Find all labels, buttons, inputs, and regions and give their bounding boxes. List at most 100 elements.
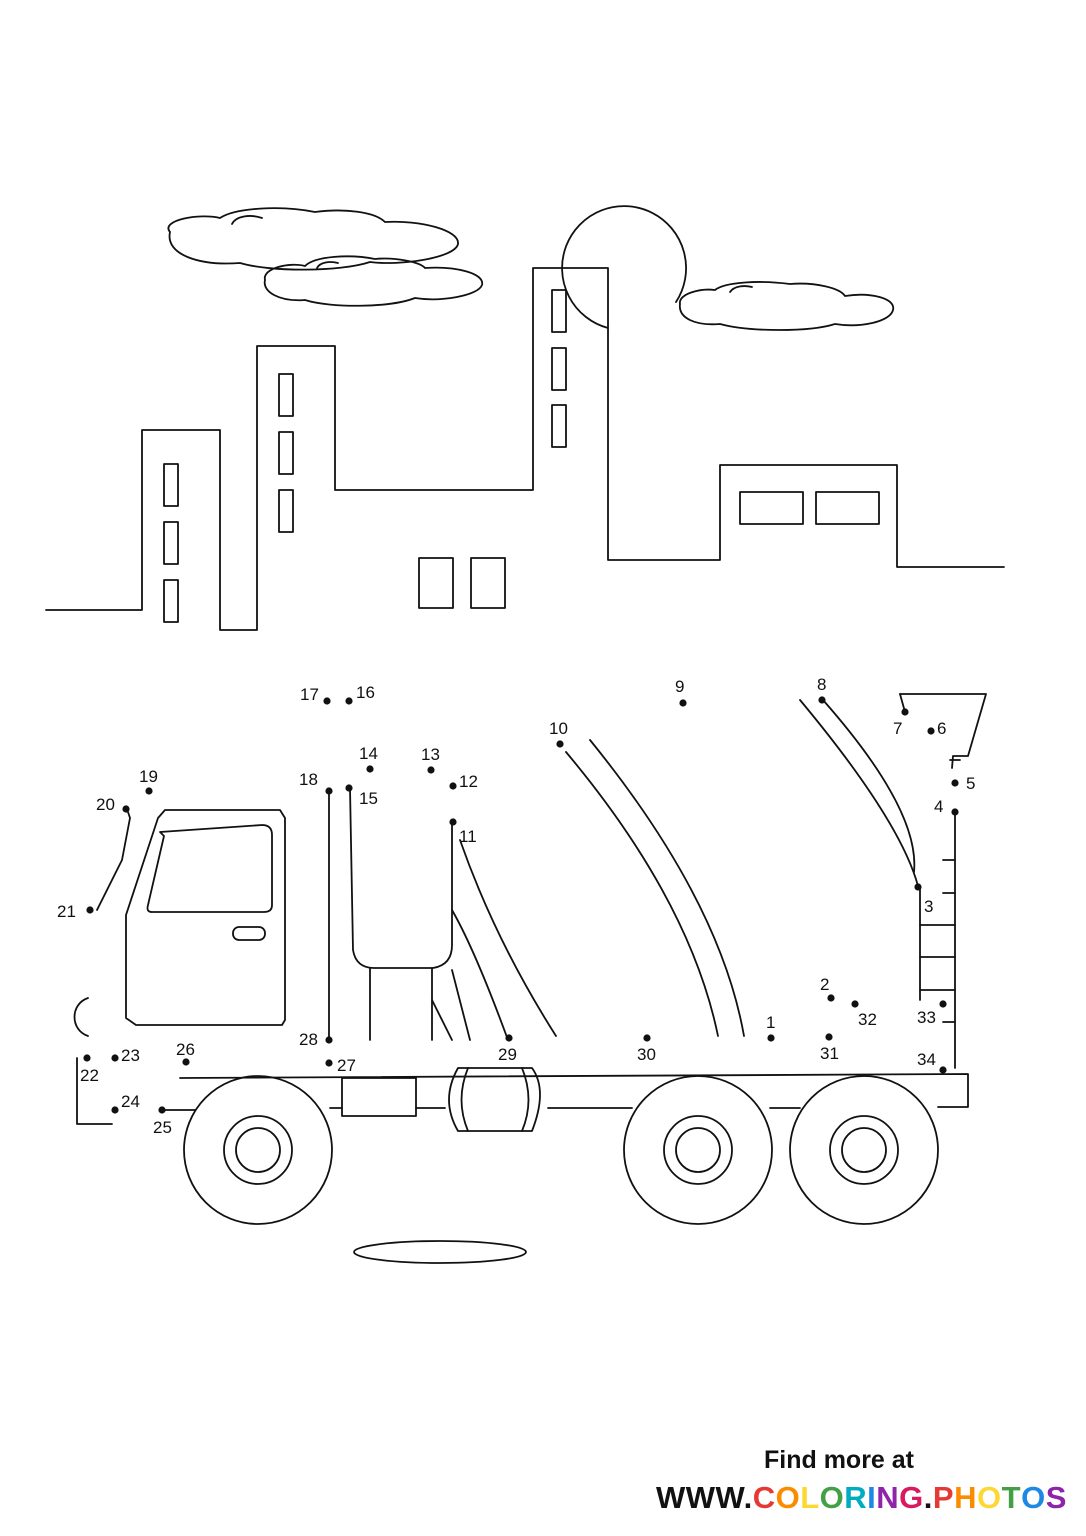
brand-letter: T — [1001, 1480, 1022, 1515]
dot-label-7: 7 — [893, 719, 902, 738]
dot-label-10: 10 — [549, 719, 568, 738]
truck-chassis — [162, 1067, 969, 1132]
brand-letter: O — [1021, 1480, 1046, 1515]
dot-1 — [767, 1034, 775, 1042]
dot-label-31: 31 — [820, 1044, 839, 1063]
dot-label-14: 14 — [359, 744, 378, 763]
dot-label-23: 23 — [121, 1046, 140, 1065]
dot-15 — [345, 784, 353, 792]
dot-label-19: 19 — [139, 767, 158, 786]
dot-6 — [927, 727, 935, 735]
truck-wheels — [183, 1075, 939, 1225]
brand-letter: . — [923, 1480, 933, 1515]
cloud-right — [679, 281, 894, 331]
dot-label-16: 16 — [356, 683, 375, 702]
dot-12 — [449, 782, 457, 790]
brand-letter: G — [899, 1480, 924, 1515]
dot-23 — [111, 1054, 119, 1062]
numbered-dots: 1234567891011121314151617181920212223242… — [57, 675, 975, 1137]
dot-label-3: 3 — [924, 897, 933, 916]
brand-letter: I — [867, 1480, 877, 1515]
dot-label-22: 22 — [80, 1066, 99, 1085]
dot-17 — [323, 697, 331, 705]
dot-label-25: 25 — [153, 1118, 172, 1137]
building-windows — [163, 289, 880, 623]
dot-3 — [914, 883, 922, 891]
brand-letter: O — [775, 1480, 801, 1515]
dot-label-29: 29 — [498, 1045, 517, 1064]
dot-label-1: 1 — [766, 1013, 775, 1032]
dot-29 — [505, 1034, 513, 1042]
dot-22 — [83, 1054, 91, 1062]
dot-10 — [556, 740, 564, 748]
dot-31 — [825, 1033, 833, 1041]
dot-8 — [818, 696, 826, 704]
dot-18 — [325, 787, 333, 795]
dot-19 — [145, 787, 153, 795]
dot-34 — [939, 1066, 947, 1074]
truck-mixer-lines — [328, 693, 987, 1069]
site-brand: COLORING.PHOTOS — [753, 1480, 1067, 1516]
skyline — [45, 267, 1005, 631]
dot-24 — [111, 1106, 119, 1114]
dot-label-12: 12 — [459, 772, 478, 791]
dot-label-32: 32 — [858, 1010, 877, 1029]
dot-label-13: 13 — [421, 745, 440, 764]
dot-label-34: 34 — [917, 1050, 936, 1069]
dot-11 — [449, 818, 457, 826]
dot-label-2: 2 — [820, 975, 829, 994]
ground-puddle — [353, 1240, 527, 1264]
sun — [561, 205, 687, 329]
dot-20 — [122, 805, 130, 813]
dot-4 — [951, 808, 959, 816]
dot-14 — [366, 765, 374, 773]
dot-28 — [325, 1036, 333, 1044]
brand-letter: H — [954, 1480, 977, 1515]
dot-30 — [643, 1034, 651, 1042]
dot-label-9: 9 — [675, 677, 684, 696]
dot-33 — [939, 1000, 947, 1008]
find-more-text: Find more at — [764, 1446, 915, 1474]
dot-21 — [86, 906, 94, 914]
dot-26 — [182, 1058, 190, 1066]
dot-label-11: 11 — [459, 827, 477, 846]
dot-label-21: 21 — [57, 902, 76, 921]
dot-13 — [427, 766, 435, 774]
dot-label-6: 6 — [937, 719, 946, 738]
cloud-left-top — [167, 207, 459, 271]
dot-label-4: 4 — [934, 797, 943, 816]
dot-16 — [345, 697, 353, 705]
dot-label-5: 5 — [966, 774, 975, 793]
site-link[interactable]: WWW.COLORING.PHOTOS — [656, 1480, 1067, 1516]
brand-letter: R — [844, 1480, 868, 1515]
dot-5 — [951, 779, 959, 787]
dot-2 — [827, 994, 835, 1002]
dot-label-18: 18 — [299, 770, 318, 789]
dot-32 — [851, 1000, 859, 1008]
dot-label-20: 20 — [96, 795, 115, 814]
dot-label-24: 24 — [121, 1092, 140, 1111]
dot-label-8: 8 — [817, 675, 826, 694]
dot-label-33: 33 — [917, 1008, 936, 1027]
dot-27 — [325, 1059, 333, 1067]
dot-label-28: 28 — [299, 1030, 318, 1049]
dot-label-17: 17 — [300, 685, 319, 704]
cloud-left-bottom — [263, 255, 483, 307]
dot-9 — [679, 699, 687, 707]
brand-letter: P — [932, 1480, 955, 1515]
brand-letter: S — [1045, 1480, 1067, 1515]
brand-letter: O — [819, 1480, 845, 1515]
brand-letter: N — [876, 1480, 900, 1515]
dot-label-15: 15 — [359, 789, 378, 808]
truck-cab — [73, 809, 286, 1125]
brand-letter: C — [752, 1480, 776, 1515]
dot-label-30: 30 — [637, 1045, 656, 1064]
brand-letter: L — [800, 1480, 820, 1515]
dot-label-27: 27 — [337, 1056, 356, 1075]
dot-7 — [901, 708, 909, 716]
dot-label-26: 26 — [176, 1040, 195, 1059]
brand-letter: O — [977, 1480, 1002, 1515]
site-www: WWW. — [656, 1480, 753, 1515]
dot-25 — [158, 1106, 166, 1114]
